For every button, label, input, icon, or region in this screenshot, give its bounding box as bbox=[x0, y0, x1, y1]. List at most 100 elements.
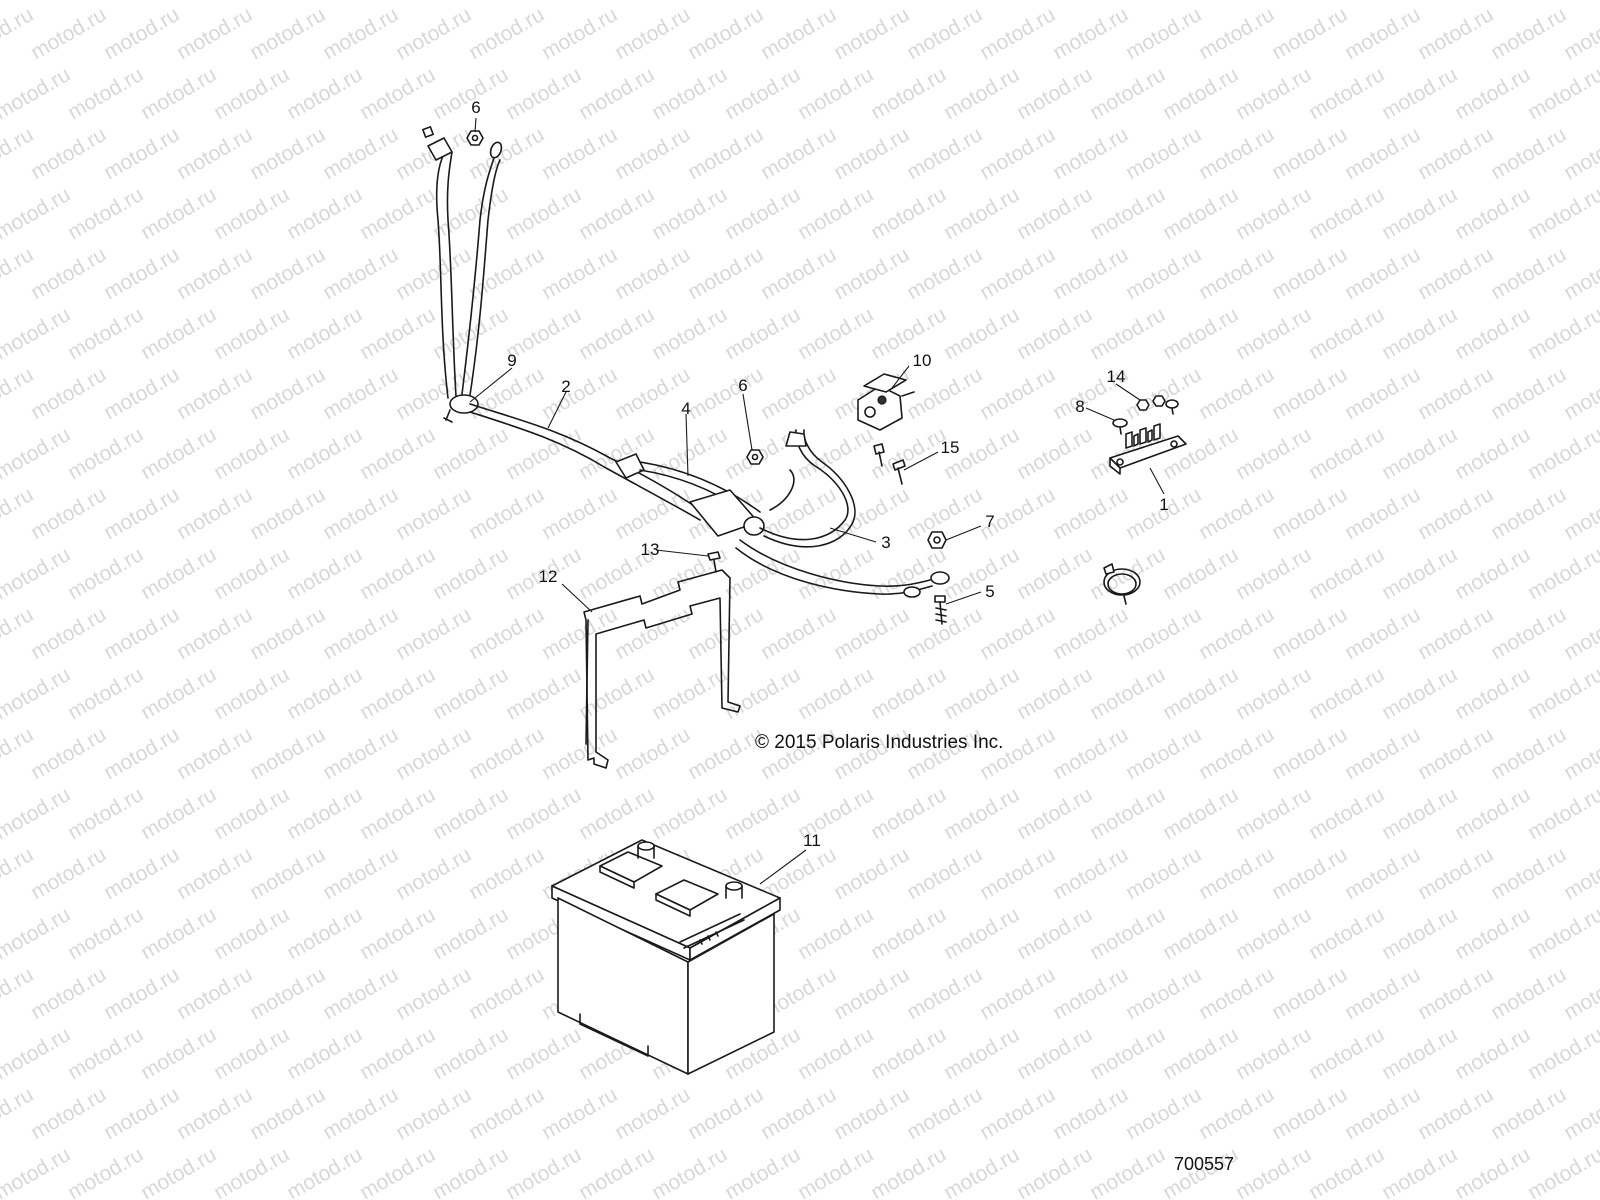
watermark-text: motod.ru bbox=[0, 783, 74, 844]
watermark-text: motod.ru bbox=[64, 543, 147, 604]
watermark-text: motod.ru bbox=[1451, 0, 1534, 4]
watermark-text: motod.ru bbox=[1232, 0, 1315, 4]
watermark-text: motod.ru bbox=[173, 3, 256, 64]
watermark-text: motod.ru bbox=[465, 483, 548, 544]
watermark-text: motod.ru bbox=[27, 603, 110, 664]
watermark-text: motod.ru bbox=[1086, 1023, 1169, 1084]
watermark-text: motod.ru bbox=[1524, 63, 1600, 124]
watermark-text: motod.ru bbox=[465, 843, 548, 904]
cable-harness bbox=[422, 126, 950, 598]
watermark-text: motod.ru bbox=[903, 243, 986, 304]
watermark-text: motod.ru bbox=[757, 123, 840, 184]
watermark-text: motod.ru bbox=[684, 363, 767, 424]
watermark-text: motod.ru bbox=[1305, 1023, 1388, 1084]
watermark-text: motod.ru bbox=[794, 0, 877, 4]
watermark-text: motod.ru bbox=[1086, 783, 1169, 844]
ring-terminal bbox=[489, 141, 503, 159]
watermark-text: motod.ru bbox=[27, 3, 110, 64]
watermark-text: motod.ru bbox=[1013, 303, 1096, 364]
watermark-text: motod.ru bbox=[173, 963, 256, 1024]
watermark-text: motod.ru bbox=[648, 183, 731, 244]
watermark-text: motod.ru bbox=[100, 603, 183, 664]
watermark-text: motod.ru bbox=[538, 1083, 621, 1144]
watermark-text: motod.ru bbox=[721, 303, 804, 364]
watermark-text: motod.ru bbox=[1451, 663, 1534, 724]
watermark-text: motod.ru bbox=[867, 0, 950, 4]
watermark-text: motod.ru bbox=[1268, 123, 1351, 184]
watermark-text: motod.ru bbox=[429, 663, 512, 724]
watermark-text: motod.ru bbox=[356, 783, 439, 844]
watermark-text: motod.ru bbox=[429, 423, 512, 484]
watermark-text: motod.ru bbox=[1086, 0, 1169, 4]
watermark-text: motod.ru bbox=[1378, 183, 1461, 244]
watermark-text: motod.ru bbox=[611, 123, 694, 184]
watermark-text: motod.ru bbox=[1378, 1143, 1461, 1200]
watermark-text: motod.ru bbox=[319, 483, 402, 544]
watermark-text: motod.ru bbox=[1268, 963, 1351, 1024]
screw-part-8 bbox=[1112, 418, 1128, 435]
watermark-text: motod.ru bbox=[1524, 423, 1600, 484]
watermark-text: motod.ru bbox=[648, 63, 731, 124]
watermark-text: motod.ru bbox=[794, 903, 877, 964]
watermark-text: motod.ru bbox=[721, 663, 804, 724]
watermark-text: motod.ru bbox=[1195, 3, 1278, 64]
watermark-text: motod.ru bbox=[1122, 363, 1205, 424]
callout-15: 15 bbox=[941, 438, 960, 457]
callout-3: 3 bbox=[881, 533, 890, 552]
watermark-text: motod.ru bbox=[100, 243, 183, 304]
watermark-text: motod.ru bbox=[1341, 3, 1424, 64]
watermark-text: motod.ru bbox=[940, 0, 1023, 4]
watermark-text: motod.ru bbox=[356, 1023, 439, 1084]
watermark-text: motod.ru bbox=[1049, 1083, 1132, 1144]
watermark-text: motod.ru bbox=[210, 663, 293, 724]
bolt-part-15 bbox=[873, 443, 906, 485]
watermark-text: motod.ru bbox=[684, 123, 767, 184]
watermark-text: motod.ru bbox=[27, 723, 110, 784]
callout-6-lower: 6 bbox=[738, 376, 747, 395]
watermark-text: motod.ru bbox=[976, 963, 1059, 1024]
watermark-text: motod.ru bbox=[356, 543, 439, 604]
watermark-text: motod.ru bbox=[1305, 903, 1388, 964]
watermark-text: motod.ru bbox=[64, 783, 147, 844]
watermark-text: motod.ru bbox=[1122, 963, 1205, 1024]
callout-labels: 1 2 3 4 5 6 6 7 8 9 10 11 12 13 14 15 bbox=[471, 98, 1168, 850]
cap-icon bbox=[422, 126, 434, 138]
watermark-text: motod.ru bbox=[1451, 1023, 1534, 1084]
watermark-text: motod.ru bbox=[903, 1083, 986, 1144]
watermark-text: motod.ru bbox=[429, 543, 512, 604]
watermark-text: motod.ru bbox=[27, 483, 110, 544]
watermark-text: motod.ru bbox=[356, 423, 439, 484]
watermark-text: motod.ru bbox=[575, 0, 658, 4]
watermark-text: motod.ru bbox=[210, 1023, 293, 1084]
callout-7: 7 bbox=[985, 512, 994, 531]
solenoid-part-10 bbox=[857, 373, 915, 431]
watermark-text: motod.ru bbox=[210, 1143, 293, 1200]
watermark-text: motod.ru bbox=[1013, 423, 1096, 484]
watermark-text: motod.ru bbox=[319, 363, 402, 424]
watermark-text: motod.ru bbox=[538, 3, 621, 64]
watermark-text: motod.ru bbox=[392, 963, 475, 1024]
watermark-text: motod.ru bbox=[1378, 903, 1461, 964]
watermark-text: motod.ru bbox=[1159, 1023, 1242, 1084]
watermark-text: motod.ru bbox=[976, 603, 1059, 664]
watermark-text: motod.ru bbox=[1305, 183, 1388, 244]
watermark-text: motod.ru bbox=[1305, 0, 1388, 4]
document-number: 700557 bbox=[1174, 1154, 1234, 1174]
watermark-text: motod.ru bbox=[0, 0, 74, 4]
watermark-text: motod.ru bbox=[356, 1143, 439, 1200]
watermark-text: motod.ru bbox=[1049, 123, 1132, 184]
watermark-text: motod.ru bbox=[392, 243, 475, 304]
watermark-text: motod.ru bbox=[0, 903, 74, 964]
terminal-block-part-1 bbox=[1109, 423, 1187, 475]
watermark-text: motod.ru bbox=[392, 723, 475, 784]
watermark-text: motod.ru bbox=[0, 123, 37, 184]
callout-8: 8 bbox=[1075, 397, 1084, 416]
watermark-text: motod.ru bbox=[830, 123, 913, 184]
watermark-text: motod.ru bbox=[64, 663, 147, 724]
watermark-text: motod.ru bbox=[392, 483, 475, 544]
watermark-text: motod.ru bbox=[1487, 243, 1570, 304]
watermark-text: motod.ru bbox=[1086, 183, 1169, 244]
watermark-text: motod.ru bbox=[1414, 603, 1497, 664]
watermark-text: motod.ru bbox=[575, 63, 658, 124]
watermark-text: motod.ru bbox=[1341, 723, 1424, 784]
